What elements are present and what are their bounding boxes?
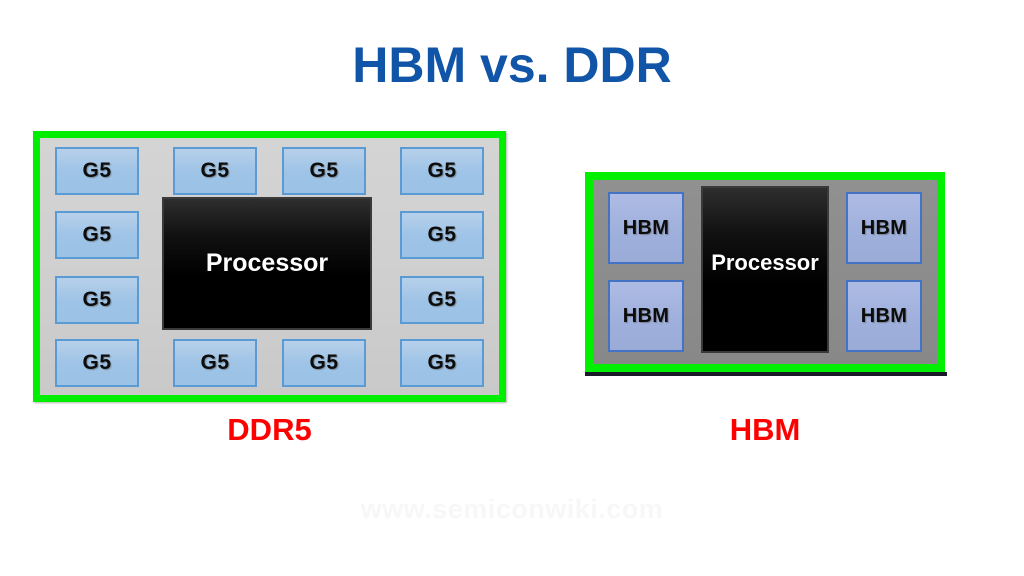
- ddr5-caption: DDR5: [227, 412, 312, 447]
- ddr5-processor-die: Processor: [162, 197, 372, 330]
- hbm-chip-left-1: HBM: [608, 192, 684, 264]
- ddr5-chip-bottom-2: G5: [173, 339, 257, 387]
- site-watermark: www.semiconwiki.com: [360, 494, 664, 524]
- ddr5-chip-bottom-4: G5: [400, 339, 484, 387]
- ddr5-chip-bottom-1: G5: [55, 339, 139, 387]
- ddr5-chip-left-1: G5: [55, 211, 139, 259]
- hbm-processor-label: Processor: [711, 249, 819, 275]
- ddr5-chip-left-2: G5: [55, 276, 139, 324]
- page-title: HBM vs. DDR: [352, 37, 672, 93]
- hbm-chip-right-1: HBM: [846, 192, 922, 264]
- hbm-package-shadow-edge: [585, 372, 947, 376]
- ddr5-chip-bottom-3: G5: [282, 339, 366, 387]
- ddr5-chip-top-3: G5: [282, 147, 366, 195]
- hbm-processor-die: Processor: [701, 186, 829, 353]
- hbm-chip-right-2: HBM: [846, 280, 922, 352]
- hbm-caption: HBM: [729, 412, 801, 447]
- ddr5-processor-label: Processor: [205, 249, 329, 277]
- ddr5-chip-top-2: G5: [173, 147, 257, 195]
- ddr5-chip-top-4: G5: [400, 147, 484, 195]
- hbm-chip-left-2: HBM: [608, 280, 684, 352]
- ddr5-chip-right-2: G5: [400, 276, 484, 324]
- ddr5-chip-top-1: G5: [55, 147, 139, 195]
- ddr5-chip-right-1: G5: [400, 211, 484, 259]
